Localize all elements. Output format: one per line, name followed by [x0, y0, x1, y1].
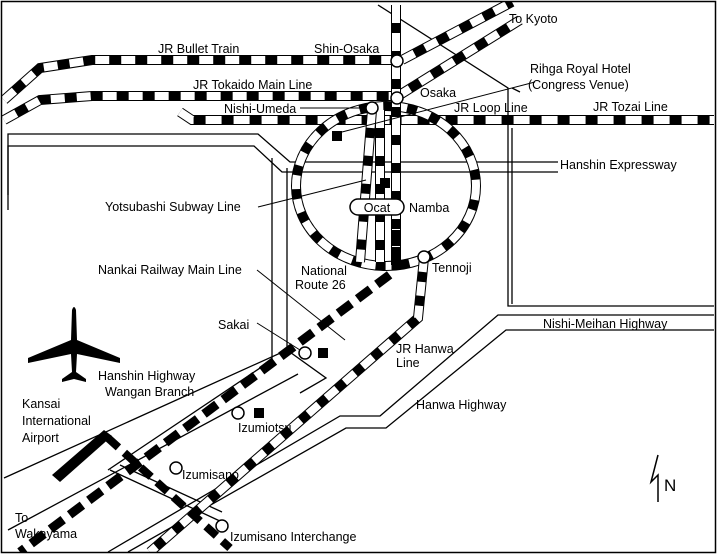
sakai-leader	[256, 322, 301, 351]
nankai-railway-line	[17, 230, 401, 552]
shin-osaka-station	[390, 54, 404, 68]
kansai-airport-label-1: Kansai	[22, 397, 60, 411]
rihga-hotel-marker	[332, 131, 342, 141]
izumiotsu-square-marker	[254, 408, 264, 418]
nishi-umeda-label: Nishi-Umeda	[224, 102, 296, 116]
sakai-label: Sakai	[218, 318, 249, 332]
route26-label-2: Route 26	[295, 278, 346, 292]
tennoji-label: Tennoji	[432, 261, 472, 275]
izumisano-label: Izumisano	[182, 468, 239, 482]
yotsubashi-leader	[257, 179, 367, 208]
hanwa-highway-label: Hanwa Highway	[416, 398, 507, 412]
kansai-airport-label-3: Airport	[22, 431, 59, 445]
kansai-airport-label-2: International	[22, 414, 91, 428]
namba-square-marker	[380, 178, 390, 188]
subway-lines	[355, 5, 401, 265]
to-wakayama-label-2: Wakayama	[15, 527, 77, 541]
north-arrow-icon	[649, 454, 659, 502]
shin-osaka-label: Shin-Osaka	[314, 42, 379, 56]
jr-tozai-line-label: JR Tozai Line	[593, 100, 668, 114]
sakai-square-marker	[318, 348, 328, 358]
izumisano-interchange-station	[215, 519, 229, 533]
hanshin-wangan-label-1: Hanshin Highway	[98, 369, 196, 383]
nankai-label: Nankai Railway Main Line	[98, 263, 242, 277]
airport-rail-link	[105, 435, 233, 551]
jr-loop-line	[291, 101, 481, 271]
izumiotsu-station	[231, 406, 245, 420]
jr-hanwa-label-2: Line	[396, 356, 420, 370]
to-wakayama-label-1: To	[15, 511, 28, 525]
nishi-umeda-station	[365, 101, 379, 115]
hanshin-wangan-label-2: Wangan Branch	[105, 385, 194, 399]
to-kyoto-label: To Kyoto	[509, 12, 558, 26]
jr-tokaido-label: JR Tokaido Main Line	[193, 78, 312, 92]
osaka-label: Osaka	[420, 86, 456, 100]
kansai-airport-island	[52, 430, 112, 482]
jr-hanwa-line	[146, 257, 429, 552]
jr-loop-line-label: JR Loop Line	[454, 101, 528, 115]
rihga-hotel-label-2: (Congress Venue)	[528, 78, 629, 92]
route26-label-1: National	[301, 264, 347, 278]
ocat-box	[349, 198, 405, 216]
jr-bullet-train-label: JR Bullet Train	[158, 42, 239, 56]
tennoji-station	[417, 250, 431, 264]
sakai-station	[298, 346, 312, 360]
north-label: N	[664, 476, 676, 495]
rihga-leader	[341, 81, 536, 133]
osaka-station	[390, 91, 404, 105]
izumisano-station	[169, 461, 183, 475]
rihga-hotel-label-1: Rihga Royal Hotel	[530, 62, 631, 76]
izumiotsu-label: Izumiotsu	[238, 421, 292, 435]
hanwa-highway-road	[107, 314, 714, 552]
jr-tozai-line	[177, 107, 714, 125]
nankai-leader	[256, 269, 346, 341]
nishi-meihan-highway-road	[377, 4, 714, 307]
ocat-label: Ocat	[364, 201, 391, 215]
jr-tokaido-main-line	[2, 15, 523, 125]
jr-hanwa-label-1: JR Hanwa	[396, 342, 454, 356]
yotsubashi-label: Yotsubashi Subway Line	[105, 200, 241, 214]
airplane-icon	[28, 307, 120, 382]
izumisano-interchange-label: Izumisano Interchange	[230, 530, 357, 544]
namba-label: Namba	[409, 201, 449, 215]
nishi-meihan-label: Nishi-Meihan Highway	[543, 317, 668, 331]
hanshin-expressway-label: Hanshin Expressway	[560, 158, 677, 172]
jr-bullet-train-line	[2, 2, 515, 104]
